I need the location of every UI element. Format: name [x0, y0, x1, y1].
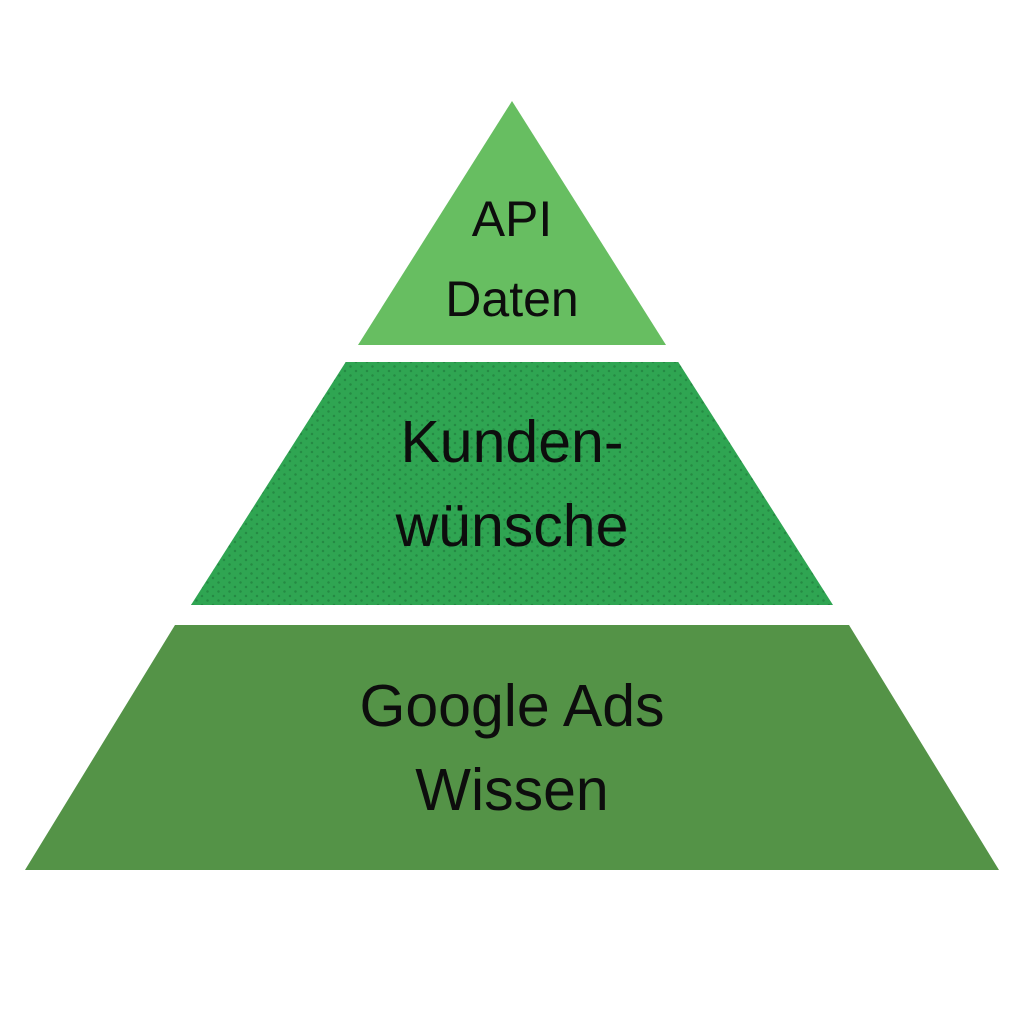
pyramid-tier-api-daten: API Daten — [358, 101, 666, 345]
label-daten: Daten — [445, 271, 579, 327]
label-kunden: Kunden- — [400, 408, 624, 475]
label-wuensche: wünsche — [395, 492, 629, 559]
label-api: API — [471, 191, 553, 247]
label-google-ads: Google Ads — [359, 672, 665, 739]
pyramid-tier-google-ads-wissen: Google Ads Wissen — [25, 625, 999, 870]
pyramid-tier-kundenwuensche: Kunden- wünsche — [191, 362, 833, 605]
label-wissen: Wissen — [415, 756, 609, 823]
